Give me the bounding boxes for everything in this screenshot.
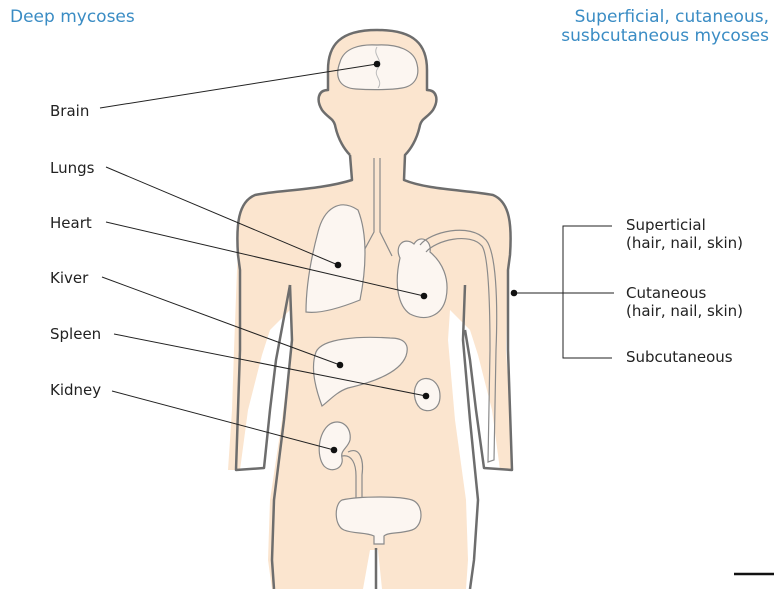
heading-line-1: Superficial, cutaneous, (561, 8, 769, 27)
dot-kidney (331, 447, 338, 454)
label-liver: Kiver (50, 269, 88, 287)
heading-line-2: susbcutaneous mycoses (561, 27, 769, 46)
superficial-title: Superticial (626, 216, 743, 234)
dot-liver (337, 362, 344, 369)
superficial-detail: (hair, nail, skin) (626, 234, 743, 252)
dot-spleen (423, 393, 430, 400)
dot-lungs (335, 262, 342, 269)
superficial-mycoses-heading: Superficial, cutaneous, susbcutaneous my… (561, 8, 769, 46)
label-heart: Heart (50, 214, 92, 232)
cutaneous-title: Cutaneous (626, 284, 743, 302)
label-spleen: Spleen (50, 325, 101, 343)
dot-skin (511, 290, 518, 297)
brain (338, 45, 418, 90)
dot-brain (374, 61, 381, 68)
label-subcutaneous: Subcutaneous (626, 348, 733, 366)
label-lungs: Lungs (50, 159, 94, 177)
cutaneous-detail: (hair, nail, skin) (626, 302, 743, 320)
label-cutaneous: Cutaneous (hair, nail, skin) (626, 284, 743, 320)
dot-heart (421, 293, 428, 300)
label-kidney: Kidney (50, 381, 101, 399)
skin-bracket (563, 226, 612, 358)
label-brain: Brain (50, 102, 89, 120)
deep-mycoses-heading: Deep mycoses (10, 8, 135, 27)
label-superficial: Superticial (hair, nail, skin) (626, 216, 743, 252)
